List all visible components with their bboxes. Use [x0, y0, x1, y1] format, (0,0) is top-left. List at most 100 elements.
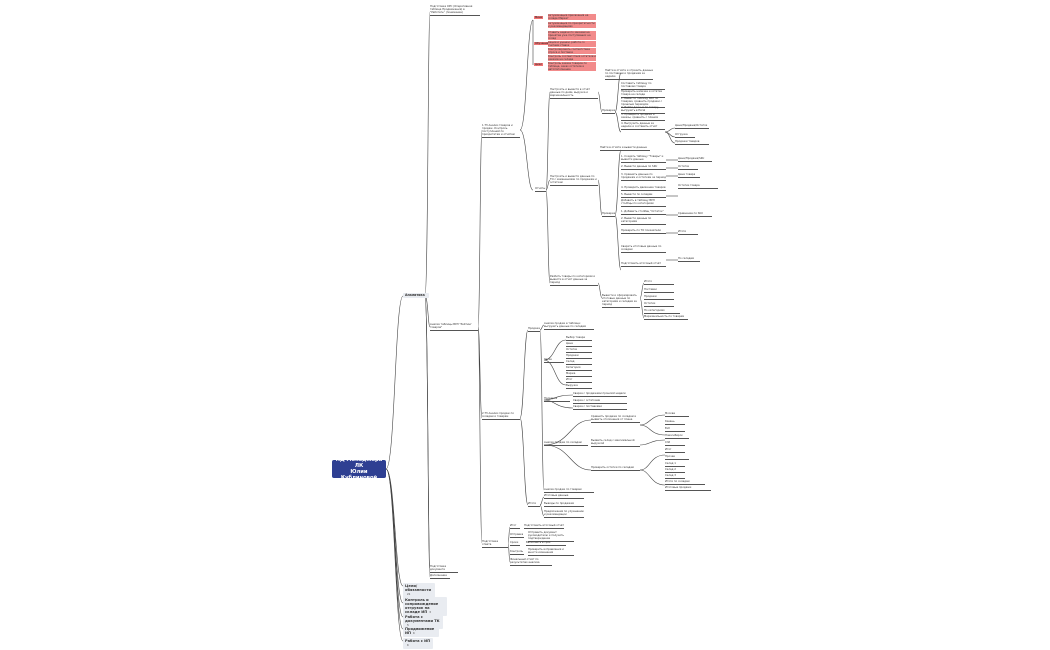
check-b-item[interactable]: 1. Создать таблицу "Товары" и вывести да…: [621, 155, 666, 163]
check-a-item[interactable]: 2. Найти данные по товару, выгрузить в E…: [621, 106, 665, 114]
answer-value[interactable]: Отправить документ руководителю и получи…: [528, 531, 574, 542]
check-b-item[interactable]: Найти в отчёте и вывести данные: [600, 146, 650, 151]
red-item[interactable]: Контроль соответствия остатков и заказов…: [548, 55, 596, 62]
deep-leaf[interactable]: Итоговые продажи: [665, 486, 711, 491]
deep-leaf[interactable]: Итоги по складам: [665, 480, 705, 485]
answer-value[interactable]: Выполнить в срок: [526, 541, 566, 546]
sub-d-item[interactable]: Итого: [644, 280, 674, 285]
deep-leaf[interactable]: Новосибирск: [665, 434, 689, 439]
check-a-item[interactable]: 4. Выгрузить данные за неделю и составит…: [621, 122, 665, 130]
answer-value[interactable]: Финальный отчёт по результатам анализа: [510, 558, 552, 566]
node-tz1[interactable]: 1.ТЗ Анализ товаров и продаж. Контроль п…: [482, 124, 520, 138]
node-sub-c[interactable]: Разбить товары по категориям и вывести в…: [550, 275, 598, 286]
node-work-ip[interactable]: Работа с ИП6: [403, 638, 433, 649]
totals-item[interactable]: Выводы по продажам: [544, 502, 584, 507]
deep-leaf[interactable]: Москва: [665, 412, 689, 417]
node-ors[interactable]: Подготовка ОРС (Оперативная таблица Прод…: [430, 5, 480, 16]
sales-item[interactable]: Категория: [566, 366, 592, 371]
node-sales-check[interactable]: Проверка: [544, 397, 570, 402]
node-tz2[interactable]: 2.ТЗ Анализ продаж по складам и товарам: [482, 412, 520, 420]
node-sales-deep[interactable]: Анализ продаж по складам: [544, 441, 588, 446]
check-b-item[interactable]: 4. Проверить движение товаров: [621, 186, 666, 191]
leaf-a[interactable]: Продажи товаров: [675, 140, 709, 145]
check-a-item[interactable]: Составить таблицу по поставкам товара: [621, 82, 665, 90]
check-a-item[interactable]: Найти в отчёте и отразить данные по пост…: [605, 69, 653, 80]
totals-item[interactable]: Итоговые данные: [544, 494, 584, 499]
red-item[interactable]: Контролировать соответствие спроса и пос…: [548, 48, 596, 55]
node-sub-d[interactable]: Вывести и сформировать итоговые данные п…: [602, 294, 640, 308]
leaf-b[interactable]: Сравнение по SKU: [678, 212, 712, 217]
leaf-b[interactable]: По складам: [678, 257, 700, 262]
leaf-b[interactable]: Цена/Продажа/SKU: [678, 157, 712, 162]
sub-d-item[interactable]: Поставки: [644, 288, 674, 293]
check-b-item[interactable]: 2. Вывести данные по категориям: [621, 217, 666, 225]
node-supplement[interactable]: Дополнение: [430, 574, 450, 579]
leaf-b[interactable]: Остатки товара: [678, 184, 718, 189]
sales-check-item[interactable]: Сверка с продажами прошлой недели: [573, 392, 627, 397]
check-b-item[interactable]: 2. Вывести данные по SKU: [621, 165, 666, 170]
leaf-b[interactable]: Остаток: [678, 165, 698, 170]
sub-d-item[interactable]: По категориям: [644, 309, 680, 314]
node-analytics[interactable]: Аналитика: [403, 293, 429, 299]
sales-item[interactable]: Выбор товара: [566, 336, 592, 341]
deep-leaf[interactable]: Склад 3: [665, 474, 685, 479]
deep-leaf[interactable]: Спб: [665, 441, 685, 446]
deep-leaf[interactable]: Склад 1: [665, 462, 685, 467]
node-shipments[interactable]: Контроль и сопровождение отгрузок на скл…: [403, 597, 447, 616]
check-b-item[interactable]: Проверить по ТО показатели: [621, 229, 666, 234]
sales-item[interactable]: Остаток: [566, 348, 592, 353]
red-item[interactable]: Актуализация присвоения на складе Маркет: [548, 14, 596, 21]
check-b-item[interactable]: 5. Вывести по складам: [621, 193, 666, 198]
check-b-item[interactable]: Сверить итоговые данные по складам: [621, 245, 666, 253]
check-b-item[interactable]: 1. Добавить столбец "Остаток": [621, 210, 666, 215]
leaf-b[interactable]: Цена товара: [678, 173, 700, 178]
sales-item[interactable]: Итог: [566, 378, 592, 383]
node-goals[interactable]: Цели/обязанности21: [403, 583, 435, 598]
leaf-b[interactable]: Итоги: [678, 230, 698, 235]
sub-d-item[interactable]: Остатки: [644, 302, 674, 307]
deep-leaf[interactable]: Казань: [665, 420, 685, 425]
leaf-a[interactable]: Цена/Продажа/Остаток: [675, 124, 709, 129]
check-b-item[interactable]: Добавить в таблицу ВРЛ столбцы по катего…: [621, 199, 666, 207]
red-item[interactable]: Контроль заказа товаров по таблице, зака…: [548, 62, 596, 72]
deep-leaf[interactable]: Итог: [665, 448, 685, 453]
node-totals[interactable]: Итоги: [528, 502, 540, 507]
node-vrl-analysis[interactable]: Анализ таблицы ВРЛ "Рейтинг товаров": [430, 323, 478, 331]
totals-item[interactable]: Предложения по улучшению и рекомендации: [544, 510, 584, 518]
sales-item[interactable]: Выручка: [566, 384, 592, 389]
node-check-a[interactable]: Проверка: [602, 109, 615, 114]
node-sales[interactable]: Продажи: [528, 327, 540, 332]
sales-item[interactable]: Заказ: [544, 358, 564, 363]
deep-leaf[interactable]: Склад 2: [665, 468, 685, 473]
node-prep-doc[interactable]: Подготовка документа: [430, 565, 458, 573]
sales-item[interactable]: Цена: [566, 342, 592, 347]
sub-d-item[interactable]: Маржинальность по товарам: [644, 315, 688, 320]
node-reports[interactable]: Отчёты: [535, 187, 546, 192]
check-a-item[interactable]: Проверить наличие и остатки товара на ск…: [621, 90, 665, 98]
node-sales-top[interactable]: Анализ продаж в таблице: выгрузить данны…: [544, 322, 594, 330]
node-sales-after[interactable]: Анализ продаж по товарам: [544, 488, 594, 493]
check-a-item[interactable]: 1. Вывести таблицу ВРЛ по товарам, сравн…: [621, 97, 665, 108]
node-sub-b[interactable]: Настроить и вывести данные по ТО с измен…: [550, 175, 598, 186]
node-documents[interactable]: Работа с документами ТК5: [403, 614, 443, 629]
answer-value[interactable]: Подготовить итоговый отчёт: [524, 524, 564, 529]
answer-value[interactable]: Проверить исправления и внести изменения: [528, 548, 574, 556]
red-item[interactable]: Актуализация по приоритетности и рекомен…: [548, 22, 596, 29]
sales-item[interactable]: Продажи: [566, 354, 592, 359]
node-answer[interactable]: Подготовка ответа: [482, 540, 508, 548]
deep-leaf[interactable]: Екб: [665, 427, 685, 432]
deep-leaf[interactable]: Прочее: [665, 455, 689, 460]
check-a-item[interactable]: 3. Проверить продажи и заказы, сравнить …: [621, 113, 665, 121]
sub-d-item[interactable]: Продажи: [644, 295, 674, 300]
sales-check-item[interactable]: Сверка с остатками: [573, 399, 627, 404]
deep-item[interactable]: Сравнить продажи по складам и выявить от…: [591, 415, 640, 423]
red-item[interactable]: Акции и уценки, работа со счетами ставок: [548, 41, 596, 48]
sales-item[interactable]: Маржа: [566, 372, 592, 377]
check-b-item[interactable]: 3. Сравнить данные по продажам и остатка…: [621, 173, 666, 181]
node-check-b[interactable]: Проверка: [602, 212, 615, 217]
sales-item[interactable]: Склад: [566, 360, 592, 365]
leaf-a[interactable]: Отгрузка: [675, 133, 695, 138]
check-b-item[interactable]: Подготовить итоговый отчёт: [621, 262, 666, 267]
red-item[interactable]: Ставить задачи по заказам на принятие уж…: [548, 31, 596, 41]
